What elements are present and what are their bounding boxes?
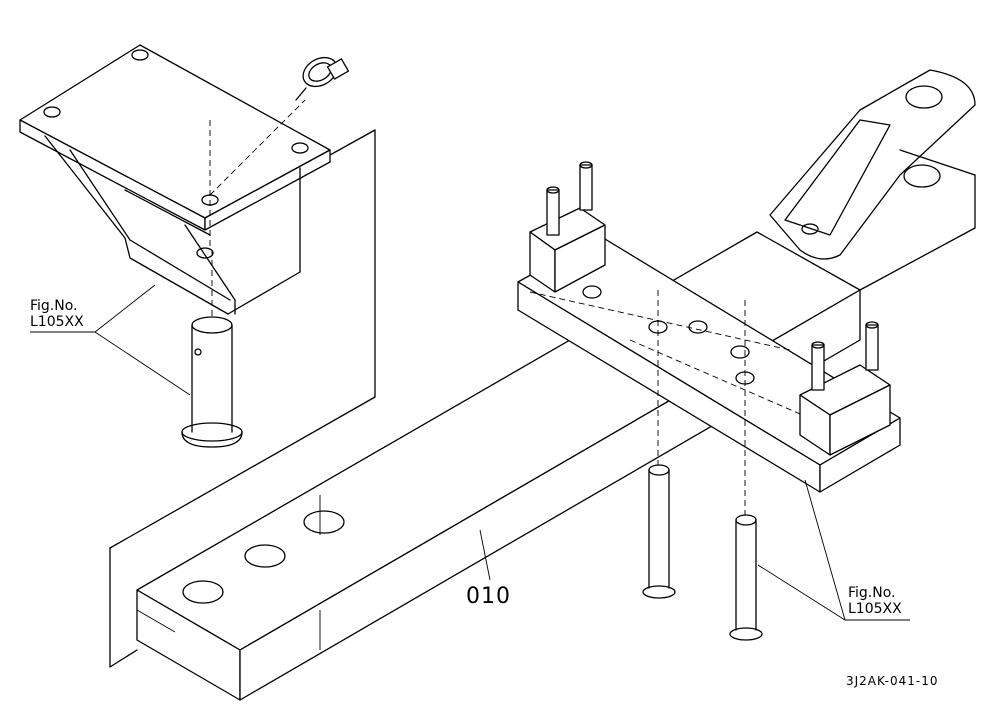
ref-code-label: L105XX bbox=[30, 314, 84, 330]
swinging-clevis bbox=[769, 69, 976, 291]
hitch-pin-center bbox=[642, 290, 676, 599]
stud-block-lower bbox=[799, 321, 891, 456]
ref-label-top-left: Fig.No. L105XX bbox=[30, 298, 84, 330]
draw-bar bbox=[136, 231, 861, 701]
ref-label-bottom-right: Fig.No. L105XX bbox=[848, 585, 902, 617]
hitch-bracket bbox=[19, 44, 331, 315]
ref-code-label: L105XX bbox=[848, 601, 902, 617]
lynch-pin bbox=[295, 56, 350, 101]
ref-fig-label: Fig.No. bbox=[30, 298, 78, 314]
stud-block-upper bbox=[529, 161, 606, 293]
ref-leader-top-left bbox=[30, 284, 191, 396]
drawing-code-label: 3J2AK-041-10 bbox=[846, 674, 939, 688]
hitch-pin-right bbox=[729, 300, 763, 641]
ref-fig-label: Fig.No. bbox=[848, 585, 896, 601]
hitch-pin-left bbox=[181, 250, 243, 448]
part-number-label: 010 bbox=[466, 584, 511, 609]
ref-leader-bottom-right bbox=[757, 479, 910, 621]
reference-plane bbox=[109, 129, 376, 668]
